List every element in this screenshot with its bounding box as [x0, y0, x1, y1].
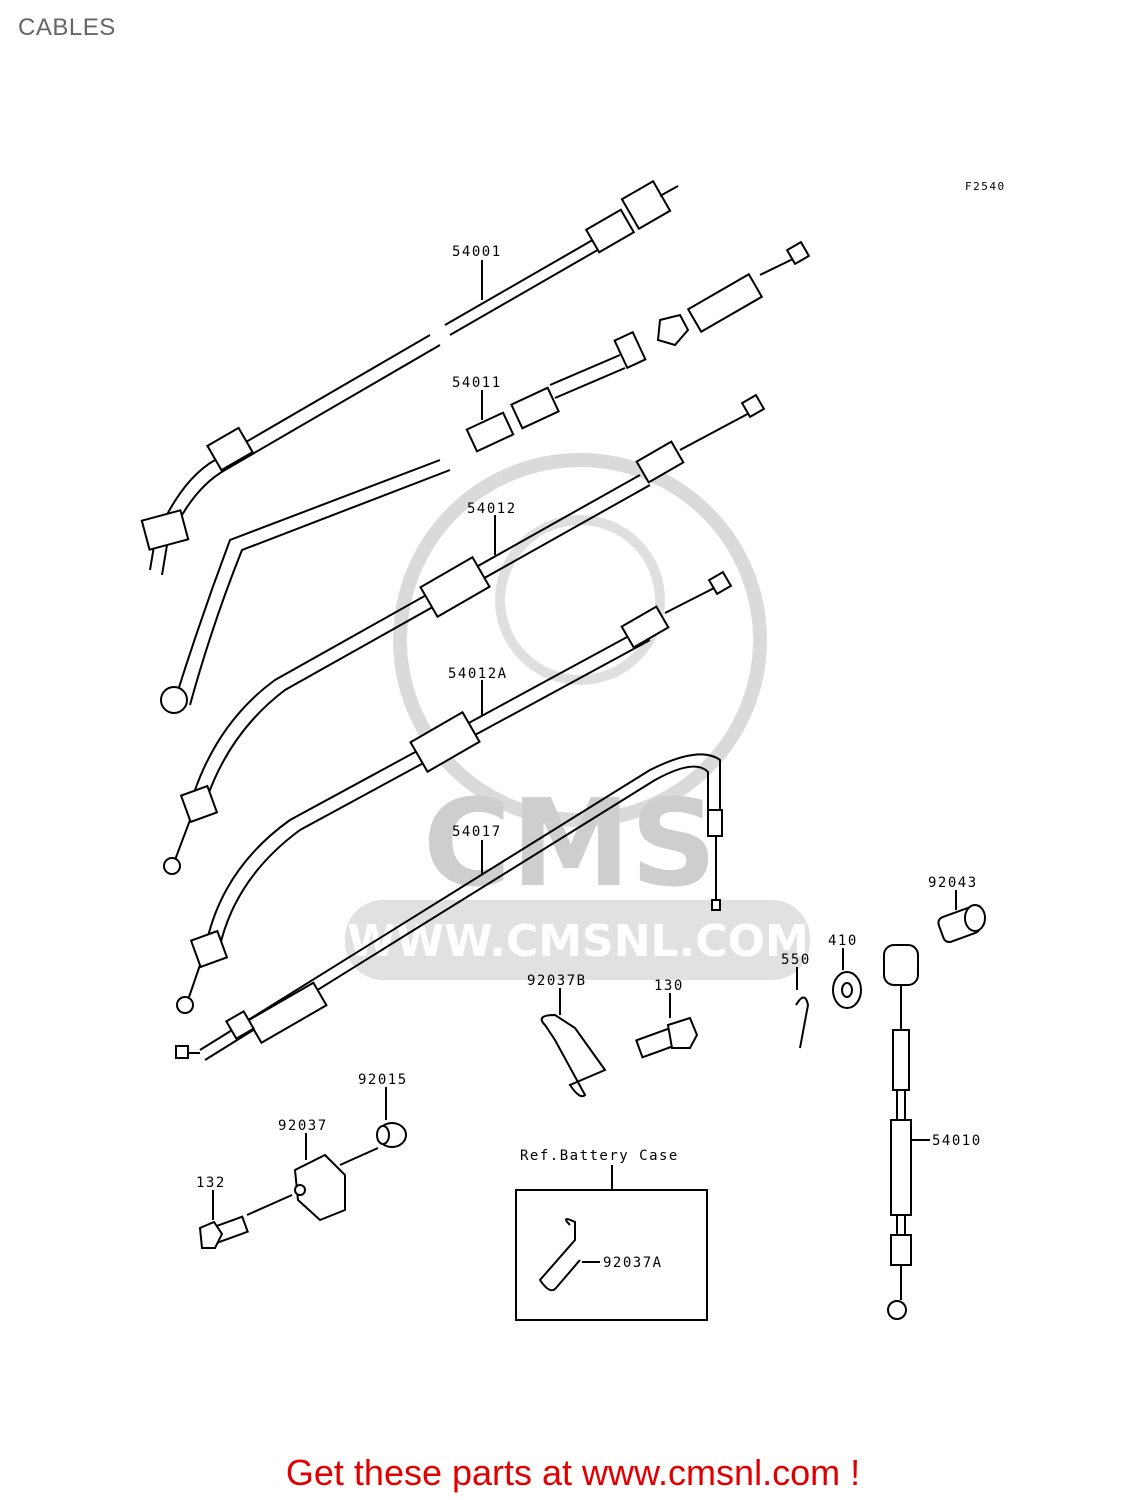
part-54012A-cable [176, 570, 733, 1014]
figure-code: F2540 [965, 180, 1006, 193]
part-label-410: 410 [828, 933, 858, 949]
ref-box-label: Ref.Battery Case [520, 1148, 679, 1164]
part-label-54010: 54010 [932, 1133, 982, 1149]
part-54012-cable [163, 393, 766, 875]
part-label-54001: 54001 [452, 244, 502, 260]
part-label-92037B: 92037B [527, 973, 587, 989]
part-410-washer [832, 971, 862, 1009]
part-label-54011: 54011 [452, 375, 502, 391]
part-54011-cable [160, 240, 811, 714]
part-label-54012A: 54012A [448, 666, 508, 682]
part-550-cotter-pin [795, 996, 810, 1049]
cms-watermark: CMS WWW.CMSNL.COM [345, 453, 810, 980]
part-label-550: 550 [781, 952, 811, 968]
part-54010-cable [883, 944, 919, 1320]
page-title: CABLES [18, 14, 116, 41]
part-label-130: 130 [654, 978, 684, 994]
part-54001-cable [140, 179, 679, 576]
watermark-url: WWW.CMSNL.COM [347, 916, 809, 967]
part-92015-nut [376, 1122, 407, 1148]
part-54017-cable [175, 753, 723, 1061]
ref-battery-case-box: Ref.Battery Case [515, 1148, 708, 1321]
part-label-92037: 92037 [278, 1118, 328, 1134]
part-92037B-clip [540, 1013, 607, 1098]
leader-lines [212, 260, 957, 1220]
part-92043-pin [937, 904, 986, 944]
part-130-bolt [635, 1016, 699, 1059]
part-92037-clamp [293, 1147, 379, 1222]
footer-link[interactable]: Get these parts at www.cmsnl.com ! [285, 1452, 861, 1493]
part-label-54017: 54017 [452, 824, 502, 840]
part-label-92015: 92015 [358, 1072, 408, 1088]
watermark-brand: CMS [423, 775, 717, 914]
part-label-92037A: 92037A [603, 1255, 663, 1271]
part-label-54012: 54012 [467, 501, 517, 517]
part-label-92043: 92043 [928, 875, 978, 891]
part-132-bolt [198, 1194, 293, 1249]
part-label-132: 132 [196, 1175, 226, 1191]
